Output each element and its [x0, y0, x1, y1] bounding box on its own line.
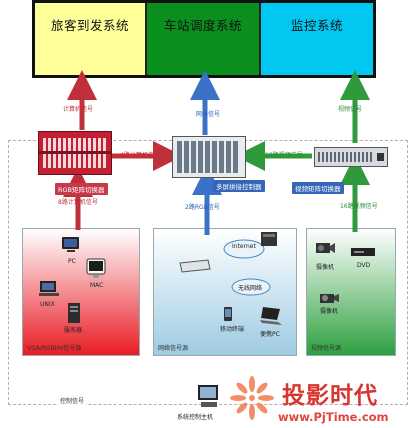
watermark-url: www.PjTime.com — [278, 410, 389, 424]
signal-label-video-to-controller: 16路视频信号 — [265, 152, 303, 159]
dvd-label: DVD — [357, 262, 371, 269]
rgb-matrix-label: RGB矩阵切换器 — [55, 183, 108, 195]
signal-label-top-middle: 网络信号 — [196, 111, 221, 118]
camera1-label: 摄像机 — [316, 264, 335, 271]
display-panel-label: 监控系统 — [290, 18, 343, 33]
server-label: 服务器 — [64, 327, 83, 334]
display-panel-monitoring: 监控系统 — [261, 3, 373, 75]
mac-icon — [85, 258, 109, 280]
vga-region-label: VGA/RGBHV信号源 — [27, 345, 82, 352]
wireless-cloud-icon — [230, 278, 272, 296]
splice-controller-label: 多屏拼接控制器 — [213, 180, 265, 192]
mobile-terminal-icon — [222, 306, 234, 322]
signal-label-top-right: 视频信号 — [338, 106, 363, 113]
signal-label-top-left: 计算机信号 — [63, 106, 94, 113]
display-panel-label: 车站调度系统 — [163, 18, 242, 33]
video-matrix-label: 视频矩阵切换器 — [292, 182, 344, 194]
display-panel-label: 旅客到发系统 — [50, 18, 129, 33]
dvd-icon — [350, 243, 376, 256]
unix-label: UNIX — [40, 301, 55, 308]
camera-icon — [318, 290, 340, 304]
server-icon — [65, 302, 83, 324]
display-panel-dispatch: 车站调度系统 — [147, 3, 261, 75]
internet-label: Internet — [232, 243, 256, 250]
unix-icon — [38, 280, 60, 298]
video-matrix-device — [314, 147, 388, 167]
splice-controller-device — [172, 136, 246, 178]
controller-cards-icon — [177, 141, 238, 173]
pc-icon — [60, 236, 82, 254]
watermark-title: 投影时代 — [282, 383, 378, 409]
signal-label-video-in: 16路视频信号 — [340, 203, 378, 210]
network-region-label: 网络信号源 — [158, 345, 189, 352]
camera-icon — [314, 240, 336, 256]
mac-label: MAC — [90, 282, 104, 289]
signal-label-source-to-rgb: 8路计算机信号 — [58, 199, 98, 206]
signal-label-network-in: 2路RGB信号 — [185, 204, 220, 211]
internet-cloud-icon — [222, 237, 266, 259]
network-server-icon — [259, 230, 279, 248]
portable-pc-icon — [258, 306, 284, 326]
watermark-logo-icon — [228, 374, 276, 422]
rgb-matrix-ports-icon — [39, 138, 111, 168]
display-panel-passenger: 旅客到发系统 — [35, 3, 147, 75]
signal-label-rgb-to-controller: 4路计算机信号 — [120, 152, 160, 159]
network-switch-icon — [178, 258, 212, 273]
portable-pc-label: 便携PC — [260, 331, 280, 338]
control-host-icon — [196, 384, 222, 410]
control-host-label: 系统控制主机 — [176, 412, 215, 421]
pc-label: PC — [68, 258, 76, 265]
video-matrix-ports-icon — [318, 152, 384, 162]
mobile-terminal-label: 移动终端 — [220, 326, 245, 333]
wireless-label: 无线网络 — [238, 285, 263, 292]
camera2-label: 摄像机 — [320, 308, 339, 315]
signal-label-control: 控制信号 — [58, 396, 87, 405]
video-region-label: 视频信号源 — [311, 345, 342, 352]
rgb-matrix-device — [38, 131, 112, 175]
